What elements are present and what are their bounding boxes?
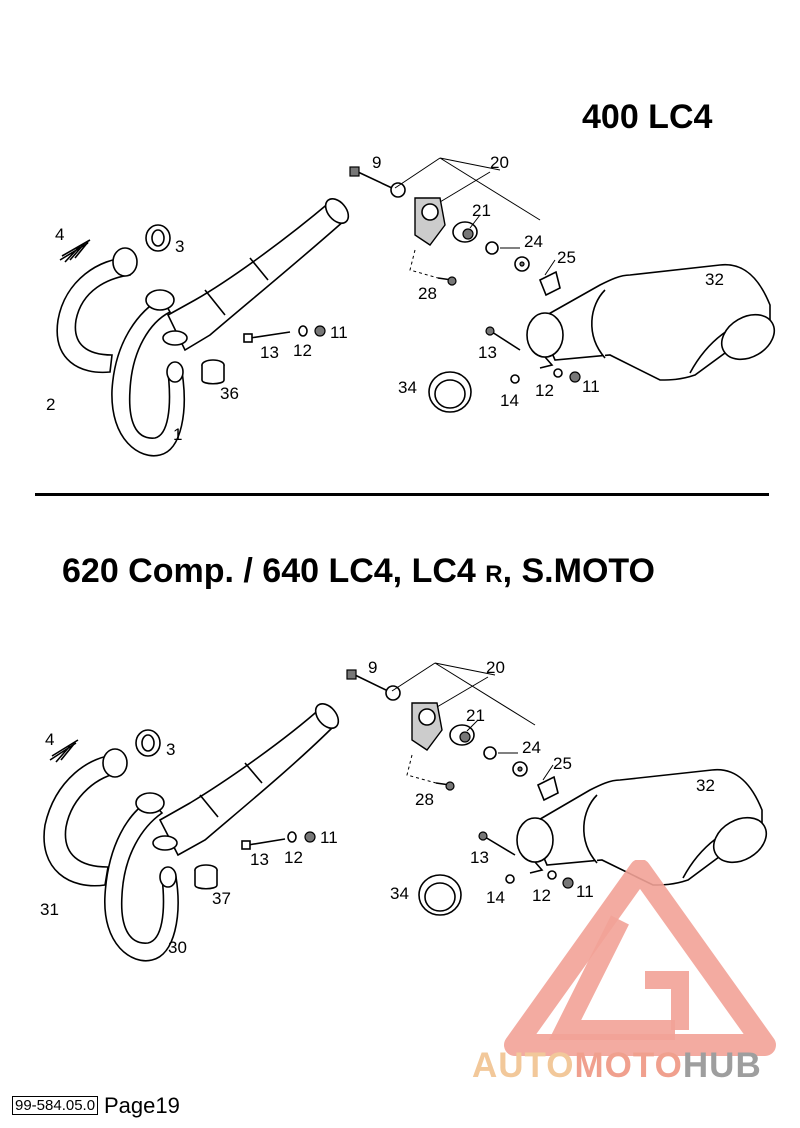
- logo-auto: AUTO: [472, 1046, 575, 1085]
- label-25: 25: [553, 754, 572, 773]
- label-12: 12: [293, 341, 312, 360]
- label-3: 3: [175, 237, 184, 256]
- part-labels: 30 31 3 4 9 11 12 13 20 21 24 25 28 32 1…: [40, 658, 715, 957]
- label-12b: 12: [532, 886, 551, 905]
- label-24: 24: [524, 232, 543, 251]
- muffler: [526, 263, 776, 381]
- label-24: 24: [522, 738, 541, 757]
- label-28: 28: [418, 284, 437, 303]
- label-37: 37: [212, 889, 231, 908]
- label-9: 9: [372, 153, 381, 172]
- header-pipes: [56, 198, 350, 457]
- label-3: 3: [166, 740, 175, 759]
- title-end: , S.MOTO: [502, 552, 655, 590]
- label-21: 21: [466, 706, 485, 725]
- label-13b: 13: [478, 343, 497, 362]
- label-4: 4: [55, 225, 64, 244]
- label-34: 34: [398, 378, 417, 397]
- label-11: 11: [320, 828, 338, 847]
- footer-page-number: Page19: [104, 1093, 180, 1118]
- label-36: 36: [220, 384, 239, 403]
- exploded-diagram-400: 1 2 3 4 9 11 12 13 20 21 24 25 28 32 13 …: [46, 153, 776, 457]
- label-14: 14: [500, 391, 519, 410]
- part-labels: 1 2 3 4 9 11 12 13 20 21 24 25 28 32 13 …: [46, 153, 724, 444]
- label-32: 32: [705, 270, 724, 289]
- label-21: 21: [472, 201, 491, 220]
- footer-doc-code: 99-584.05.0: [12, 1096, 99, 1115]
- label-20: 20: [486, 658, 505, 677]
- header-pipes: [43, 703, 340, 962]
- label-11b: 11: [582, 377, 600, 396]
- title-main: 620 Comp. / 640 LC4, LC4: [62, 552, 486, 590]
- label-25: 25: [557, 248, 576, 267]
- section-divider: [35, 493, 769, 496]
- label-14: 14: [486, 888, 505, 907]
- title-small: R: [485, 561, 503, 588]
- watermark-logo-text: AUTOMOTOHUB: [472, 1046, 762, 1086]
- section-title-620: 620 Comp. / 640 LC4, LC4 R, S.MOTO: [62, 552, 655, 591]
- leader-lines: [391, 662, 554, 784]
- leader-lines: [394, 157, 556, 279]
- label-32: 32: [696, 776, 715, 795]
- label-28: 28: [415, 790, 434, 809]
- label-4: 4: [45, 730, 54, 749]
- label-13: 13: [250, 850, 269, 869]
- label-1: 1: [173, 425, 182, 444]
- label-31: 31: [40, 900, 59, 919]
- logo-hub: HUB: [682, 1046, 762, 1085]
- logo-moto: MOTO: [574, 1046, 683, 1085]
- label-9: 9: [368, 658, 377, 677]
- small-hardware: [243, 166, 581, 413]
- label-34: 34: [390, 884, 409, 903]
- label-13b: 13: [470, 848, 489, 867]
- label-13: 13: [260, 343, 279, 362]
- label-11: 11: [330, 323, 348, 342]
- section-title-400: 400 LC4: [582, 98, 713, 136]
- label-20: 20: [490, 153, 509, 172]
- label-12b: 12: [535, 381, 554, 400]
- label-12: 12: [284, 848, 303, 867]
- label-11b: 11: [576, 882, 594, 901]
- muffler: [516, 768, 768, 886]
- small-hardware: [241, 669, 574, 916]
- watermark-logo-triangle: [504, 860, 776, 1056]
- label-30: 30: [168, 938, 187, 957]
- exploded-diagram-620: 30 31 3 4 9 11 12 13 20 21 24 25 28 32 1…: [40, 658, 768, 962]
- label-2: 2: [46, 395, 55, 414]
